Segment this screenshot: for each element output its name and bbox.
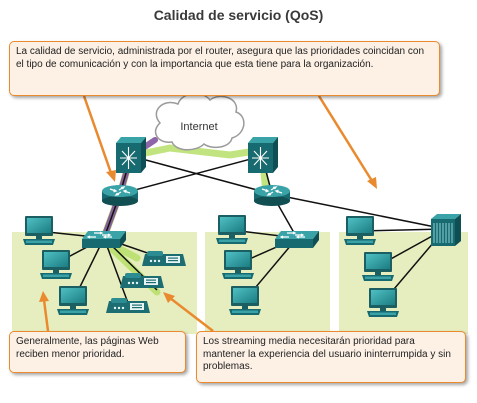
callout-arrows [39, 95, 377, 332]
router-right-icon [254, 184, 290, 206]
internet-cloud-icon [154, 92, 245, 151]
multilayer-switch-left-icon [116, 137, 146, 173]
lan-area-right [339, 232, 468, 334]
server-icon [431, 214, 461, 246]
pc-icon [23, 216, 55, 245]
pc-icon [40, 250, 72, 279]
pc-icon [229, 286, 261, 315]
pc-icon [362, 252, 394, 281]
multilayer-switch-right-icon [248, 137, 278, 173]
pc-icon [57, 286, 89, 315]
streaming-priority-callout: Los streaming media necesitarán priorida… [196, 331, 466, 383]
pc-icon [216, 215, 248, 244]
router-qos-callout: La calidad de servicio, administrada por… [9, 41, 440, 96]
router-left-icon [102, 184, 138, 206]
switch-middle-icon [275, 230, 319, 249]
lan-area-left [12, 232, 197, 334]
switch-left-icon [82, 230, 126, 249]
web-priority-callout: Generalmente, las páginas Web reciben me… [9, 331, 186, 373]
pc-icon [222, 250, 254, 279]
internet-label: Internet [180, 121, 218, 133]
lan-area-middle [205, 232, 330, 334]
page-title: Calidad de servicio (QoS) [153, 7, 324, 23]
pc-icon [367, 288, 399, 317]
pc-icon [344, 216, 376, 245]
